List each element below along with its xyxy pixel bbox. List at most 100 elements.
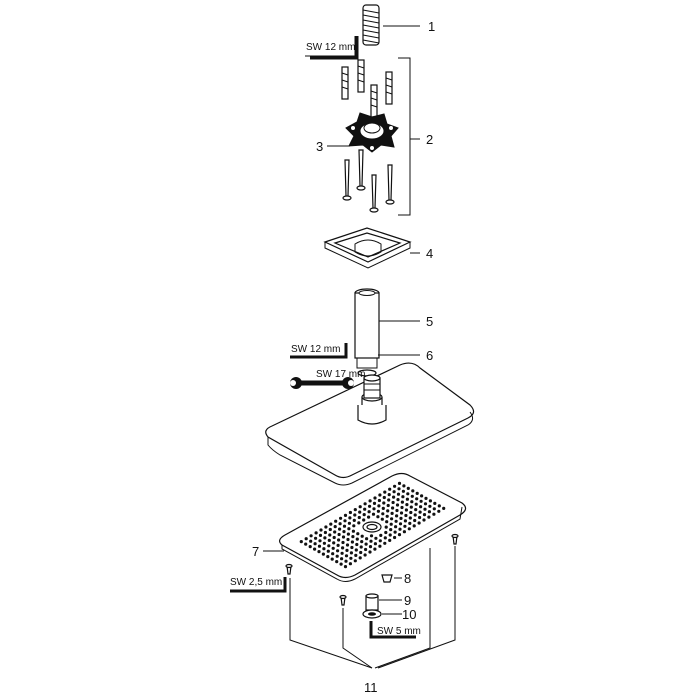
mounting-plate [327,112,399,153]
nozzle-dot [419,499,423,503]
callout-1: 1 [428,19,435,34]
nozzle-dot [368,499,372,503]
nozzle-dot [367,515,371,519]
nozzle-dot [381,506,385,510]
hex-key-sw12-mid [290,343,348,359]
nozzle-dot [335,554,339,558]
nozzle-dot [403,524,407,528]
nozzle-dot [423,507,427,511]
nozzle-dot [404,513,408,518]
nozzle-dot [365,537,369,541]
hex-key-sw25 [230,577,287,593]
nozzle-dot [358,556,362,560]
nozzle-dot [419,505,423,509]
nozzle-dot [367,510,371,514]
nozzle-dot [432,507,436,511]
callout-6: 6 [426,348,433,363]
hex-key-sw12-top [305,36,359,60]
nozzle-dot [413,513,417,517]
nozzle-dot [401,495,405,499]
nozzle-dot [405,497,409,501]
nozzle-dot [387,498,391,502]
nozzle-dot [345,543,350,547]
nozzle-dot [348,510,352,515]
nozzle-dot [422,518,426,522]
nozzle-dot [427,510,431,514]
nozzle-dot [360,540,364,544]
nozzle-dot [299,540,303,544]
nozzle-dot [354,548,358,552]
hex-key-sw5 [369,621,416,639]
nozzle-dot [314,536,318,540]
nozzle-dot [442,506,446,510]
nozzle-dot [357,515,361,520]
nozzle-dot [391,500,395,505]
nozzle-dot [354,553,358,558]
nozzle-dot [373,496,377,500]
nozzle-dot [350,540,354,544]
nozzle-dot [363,553,367,557]
nozzle-dot [317,550,321,554]
nozzle-dot [369,534,374,538]
nozzle-dot [414,508,418,512]
nozzle-dot [353,559,357,563]
dowels [341,59,393,118]
nozzle-dot [395,514,399,518]
tool-label-sw17: SW 17 mm [316,369,365,380]
nozzle-dot [372,507,376,511]
callout-7: 7 [252,544,259,559]
nozzle-dot [415,491,419,495]
nozzle-dot [349,551,353,555]
nozzle-dot [385,514,389,518]
nozzle-dot [333,525,337,529]
callout-4: 4 [426,246,433,261]
nozzle-dot [397,487,401,491]
wrench-sw17 [290,377,354,389]
nozzle-dot [328,533,332,537]
nozzle-dot [405,503,409,507]
nozzle-dot [392,495,396,499]
nozzle-dot [323,530,327,535]
nozzle-dot [363,502,367,506]
nozzle-dot [339,562,343,566]
nozzle-dot [397,533,402,537]
nozzle-dot [437,504,441,508]
nozzle-dot [355,537,359,541]
nozzle-dot [344,559,348,563]
nozzle-dot [319,528,323,532]
nozzle-dot [368,545,373,549]
nozzle-dot [386,509,390,513]
nozzle-dot [411,489,415,493]
nozzle-dot [403,519,407,523]
flow-limiter-8 [381,574,402,583]
nozzle-dot [344,554,349,558]
nozzle-dot [359,545,363,549]
nozzle-dot [317,544,322,548]
nozzle-dot [363,507,367,511]
nozzle-dot [313,542,317,546]
nozzle-dot [324,525,328,529]
nozzle-dot [357,521,361,525]
nozzle-dot [318,539,322,543]
nozzle-dot [308,545,312,549]
nozzle-dot [332,541,336,545]
nozzle-dot [368,550,372,554]
nozzle-dot [388,538,392,543]
nozzle-dot [353,513,357,517]
nozzle-dot [348,562,352,566]
nozzle-dot [347,521,351,525]
nozzle-dot [332,535,336,540]
nozzle-dot [407,527,411,531]
nozzle-dot [382,495,386,500]
nozzle-dot [313,547,317,551]
nozzle-dot [347,527,351,531]
nozzle-dot [336,543,340,548]
nozzle-dot [401,489,405,493]
nozzle-dot [341,535,346,539]
nozzle-dot [358,510,362,514]
nozzle-dot [415,497,419,501]
nozzle-dot [414,502,418,506]
nozzle-dot [394,519,398,523]
nozzle-dot [304,537,308,541]
